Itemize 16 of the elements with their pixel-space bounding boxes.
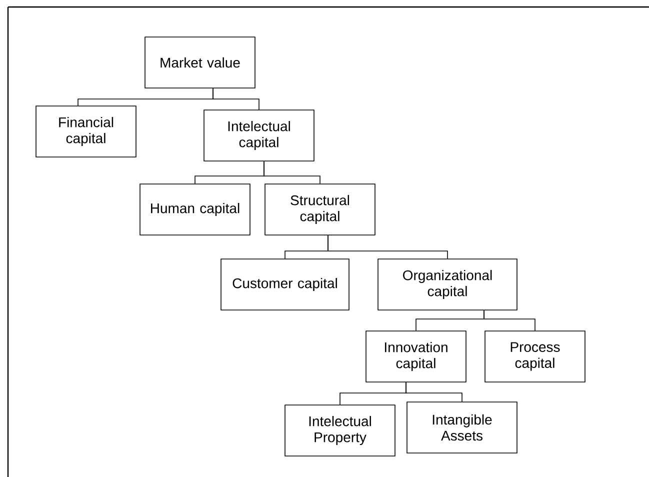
box: Process capital xyxy=(484,330,586,382)
connector xyxy=(264,161,320,184)
connector xyxy=(328,234,448,259)
box: Intelectual Property xyxy=(284,404,396,456)
connector xyxy=(484,310,536,331)
connector xyxy=(212,88,260,110)
box: Intangible Assets xyxy=(406,402,518,454)
box: Structural capital xyxy=(264,184,376,236)
box: Market value xyxy=(144,36,256,88)
box: Intelectual capital xyxy=(204,110,314,162)
box: Organizational capital xyxy=(378,258,518,310)
box: Innovation capital xyxy=(366,330,466,382)
connector xyxy=(406,382,462,402)
box: Financial capital xyxy=(36,106,136,158)
box: Customer capital xyxy=(220,258,350,310)
box: Human capital xyxy=(140,184,250,236)
